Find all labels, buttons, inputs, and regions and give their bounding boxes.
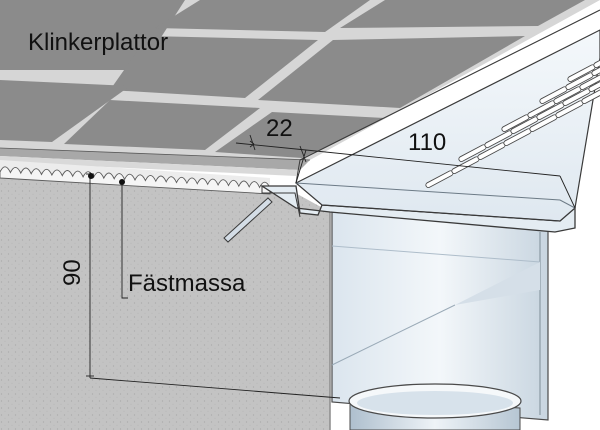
grate-slot [581,86,600,104]
adhesive-label: Fästmassa [128,270,246,297]
adhesive-leader-dot [119,179,125,185]
dimension-dot-top [88,173,94,179]
adhesive-layer [0,160,271,195]
concrete-base [0,168,331,430]
grate-slot [593,50,600,68]
dimension-22-label: 22 [266,115,293,142]
tiles-label: Klinkerplattor [28,29,168,56]
grate-slot [591,58,600,76]
tile-field [0,0,600,160]
dimension-90-label: 90 [59,259,86,286]
tile-edge [0,147,311,176]
dimension-110-label: 110 [408,129,446,156]
grate-slot [579,72,600,90]
grate-slot [588,74,600,92]
dimension-lines [86,134,576,399]
grate-slots [425,50,600,188]
drain-grate [294,9,600,222]
drain-channel [329,211,556,430]
